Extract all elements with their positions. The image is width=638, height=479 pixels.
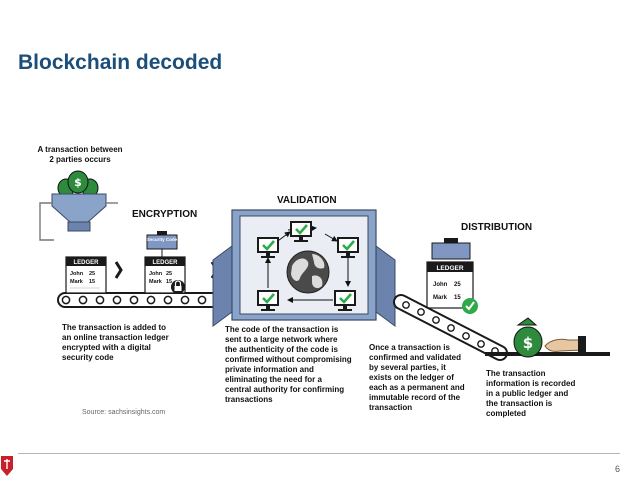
ledger-card-2: Security Code LEDGER John 25 Mark 15 xyxy=(144,231,186,294)
caption-validate-6: eliminating the need for a xyxy=(225,375,322,384)
ledger-2-name-1: John xyxy=(149,271,163,277)
conveyor-belt-1 xyxy=(57,292,229,308)
caption-record-2: information is recorded xyxy=(486,379,575,388)
svg-text:$: $ xyxy=(74,176,82,189)
caption-validate-5: private information and xyxy=(225,365,314,374)
caption-validate-2: sent to a large network where xyxy=(225,335,338,344)
ledger-1-name-2: Mark xyxy=(70,279,84,285)
ledger-3-title: LEDGER xyxy=(436,265,463,272)
logo xyxy=(1,456,13,476)
stage-encryption: ENCRYPTION xyxy=(132,209,197,220)
checkmark-icon xyxy=(462,298,478,314)
ledger-1-value-1: 25 xyxy=(89,271,95,277)
ledger-2-title: LEDGER xyxy=(152,260,178,266)
caption-confirm-3: by several parties, it xyxy=(369,363,446,372)
conveyor-belt-2 xyxy=(393,294,610,361)
ledger-1-value-2: 15 xyxy=(89,279,95,285)
stage-distribution: DISTRIBUTION xyxy=(461,222,532,233)
caption-validate-8: transactions xyxy=(225,395,273,404)
caption-encrypt-1: The transaction is added to xyxy=(62,323,166,332)
lock-icon xyxy=(171,280,185,294)
chevron-right-icon xyxy=(114,261,123,279)
ledger-2-name-2: Mark xyxy=(149,279,163,285)
ledger-3-value-2: 15 xyxy=(454,295,461,301)
caption-encrypt: The transaction is added to an online tr… xyxy=(62,323,169,362)
ledger-1-title: LEDGER xyxy=(73,260,99,266)
ledger-3-name-2: Mark xyxy=(433,295,448,301)
svg-text:$: $ xyxy=(523,334,533,352)
security-code-label: Security Code xyxy=(147,237,178,242)
caption-record-1: The transaction xyxy=(486,369,546,378)
caption-confirm-5: each as a permanent and xyxy=(369,383,465,392)
stage-validation: VALIDATION xyxy=(277,195,337,206)
caption-encrypt-2: an online transaction ledger xyxy=(62,333,169,342)
caption-confirm: Once a transaction is confirmed and vali… xyxy=(369,343,465,412)
caption-confirm-2: confirmed and validated xyxy=(369,353,461,362)
money-bag-icon: $ xyxy=(57,170,99,198)
caption-validate-4: confirmed without compromising xyxy=(225,355,352,364)
funnel xyxy=(39,193,118,241)
caption-validate: The code of the transaction is sent to a… xyxy=(225,325,352,404)
caption-encrypt-4: security code xyxy=(62,353,114,362)
caption-confirm-6: immutable record of the xyxy=(369,393,461,402)
footer-divider xyxy=(18,453,620,454)
caption-start-2: 2 parties occurs xyxy=(49,155,111,164)
caption-confirm-7: transaction xyxy=(369,403,412,412)
caption-start-1: A transaction between xyxy=(37,145,122,154)
ledger-3-value-1: 25 xyxy=(454,282,461,288)
hand-icon xyxy=(544,336,586,354)
caption-validate-7: central authority for confirming xyxy=(225,385,344,394)
caption-record: The transaction information is recorded … xyxy=(486,369,575,418)
caption-validate-3: the authenticity of the code is xyxy=(225,345,338,354)
source-citation: Source: sachsinsights.com xyxy=(82,409,166,416)
caption-encrypt-3: encrypted with a digital xyxy=(62,343,151,352)
caption-record-4: the transaction is xyxy=(486,399,553,408)
globe-icon xyxy=(286,250,330,294)
page-number: 6 xyxy=(614,464,620,474)
ledger-2-value-1: 25 xyxy=(166,271,172,277)
ledger-1-name-1: John xyxy=(70,271,84,277)
slide-title: Blockchain decoded xyxy=(18,51,223,74)
caption-record-3: in a public ledger and xyxy=(486,389,568,398)
caption-confirm-4: exists on the ledger of xyxy=(369,373,454,382)
caption-validate-1: The code of the transaction is xyxy=(225,325,339,334)
ledger-3-name-1: John xyxy=(433,282,448,288)
money-bag-icon: $ xyxy=(513,317,543,358)
ledger-card-1: LEDGER John 25 Mark 15 xyxy=(65,256,107,294)
caption-confirm-1: Once a transaction is xyxy=(369,343,450,352)
ledger-card-3: LEDGER John 25 Mark 15 xyxy=(426,238,478,314)
caption-record-5: completed xyxy=(486,409,526,418)
ledger-2-value-2: 15 xyxy=(166,279,172,285)
